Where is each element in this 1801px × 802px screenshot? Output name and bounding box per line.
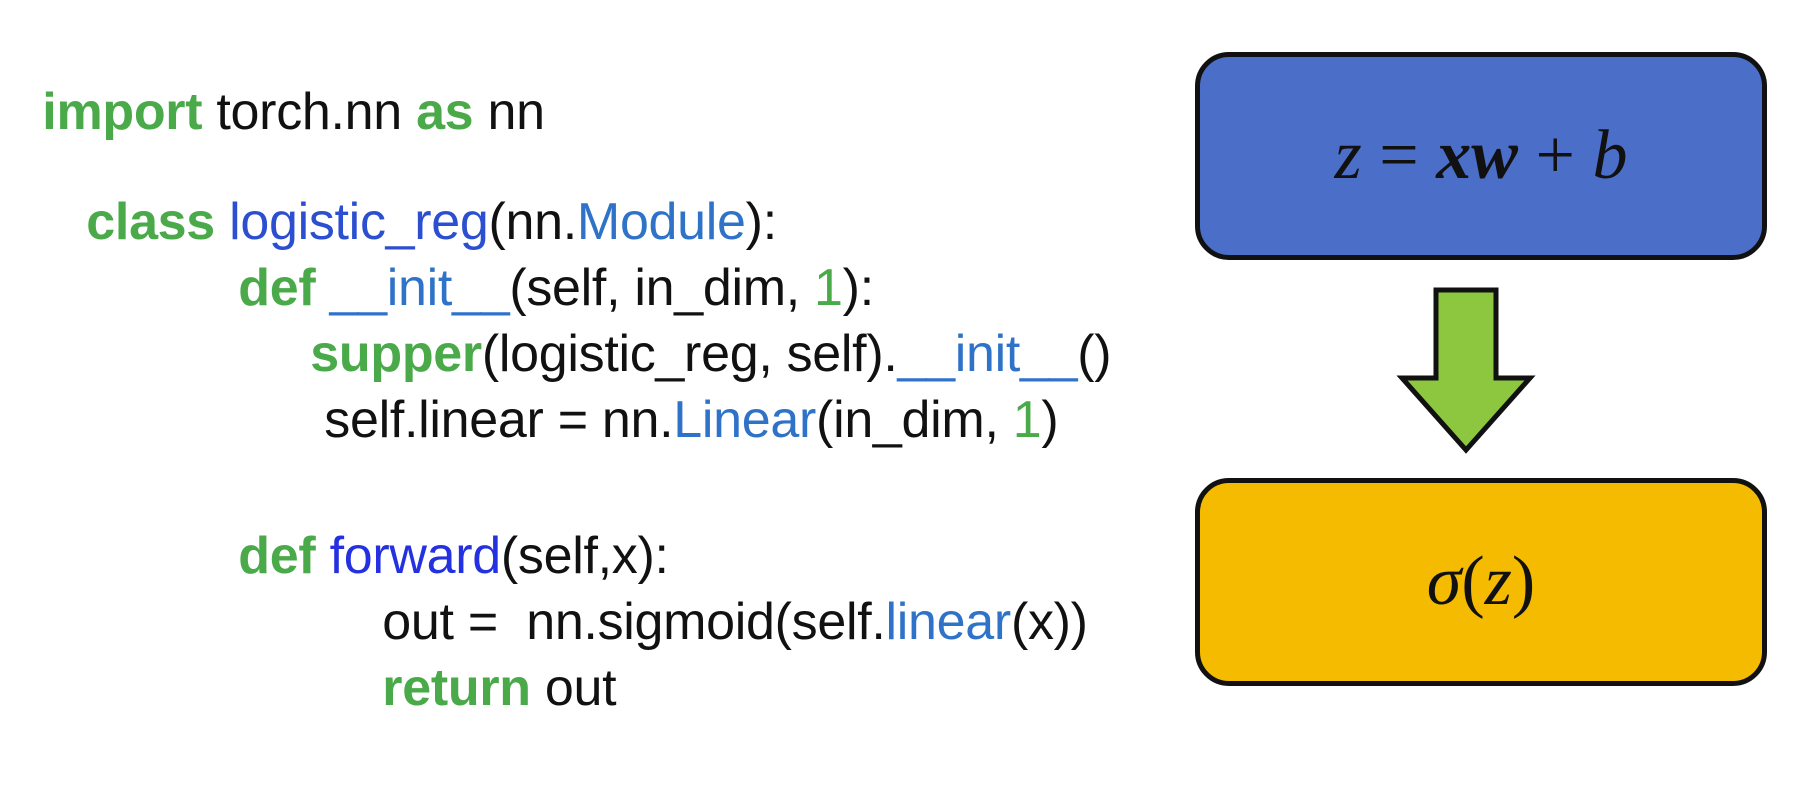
- linear-args: (in_dim,: [816, 391, 1013, 449]
- code-line-class: class logistic_reg(nn.Module):: [58, 132, 777, 252]
- forward-args: (self,x):: [500, 527, 669, 585]
- sigmoid-z: z: [1484, 543, 1512, 620]
- code-line-import: import torch.nn as nn: [14, 22, 545, 142]
- linear-close: ): [1041, 391, 1059, 449]
- linear-equation: z = xw + b: [1335, 116, 1628, 196]
- init-close: ):: [842, 259, 874, 317]
- linear-call-name: linear: [885, 593, 1012, 651]
- equation-xw: xw: [1436, 117, 1518, 194]
- assignment-prefix: self.linear = nn.: [324, 391, 674, 449]
- forward-method-name: forward: [329, 527, 502, 585]
- equation-z: z: [1334, 117, 1362, 194]
- keyword-as: as: [416, 83, 474, 141]
- code-line-def-init: def __init__(self, in_dim, 1):: [210, 198, 874, 318]
- sigmoid-expression: σ(z): [1427, 542, 1535, 622]
- sigmoid-paren-open: (: [1461, 543, 1485, 620]
- class-paren-close: ):: [745, 193, 777, 251]
- equation-plus: +: [1517, 117, 1593, 194]
- code-line-out: out = nn.sigmoid(self.linear(x)): [354, 532, 1088, 652]
- class-paren-open: (nn.: [488, 193, 578, 251]
- code-line-supper: supper(logistic_reg, self).__init__(): [282, 264, 1111, 384]
- keyword-import: import: [42, 83, 203, 141]
- linear-class-name: Linear: [673, 391, 817, 449]
- supper-args: (logistic_reg, self).: [481, 325, 898, 383]
- class-name: logistic_reg: [229, 193, 489, 251]
- out-prefix: out = nn.sigmoid(self.: [382, 593, 886, 651]
- keyword-class: class: [86, 193, 215, 251]
- linear-equation-box: z = xw + b: [1195, 52, 1767, 260]
- supper-init-name: __init__: [897, 325, 1078, 383]
- keyword-def: def: [238, 527, 316, 585]
- sigmoid-sigma: σ: [1426, 543, 1462, 620]
- code-line-def-forward: def forward(self,x):: [210, 466, 669, 586]
- supper-close: (): [1077, 325, 1112, 383]
- out-args: (x)): [1010, 593, 1088, 651]
- init-number: 1: [814, 259, 843, 317]
- sigmoid-box: σ(z): [1195, 478, 1767, 686]
- module-alias: nn: [473, 83, 545, 141]
- keyword-return: return: [382, 659, 531, 717]
- keyword-supper: supper: [310, 325, 482, 383]
- init-method-name: __init__: [329, 259, 510, 317]
- linear-number: 1: [1012, 391, 1042, 449]
- equation-b: b: [1592, 117, 1628, 194]
- return-value: out: [530, 659, 617, 717]
- down-arrow-icon: [1396, 287, 1536, 454]
- base-class-name: Module: [576, 193, 746, 251]
- code-line-return: return out: [354, 598, 616, 718]
- sigmoid-paren-close: ): [1511, 543, 1536, 620]
- module-name: torch.nn: [202, 83, 417, 141]
- init-args: (self, in_dim,: [509, 259, 815, 317]
- keyword-def: def: [238, 259, 316, 317]
- equation-equals: =: [1361, 117, 1437, 194]
- code-line-self-linear: self.linear = nn.Linear(in_dim, 1): [296, 330, 1058, 450]
